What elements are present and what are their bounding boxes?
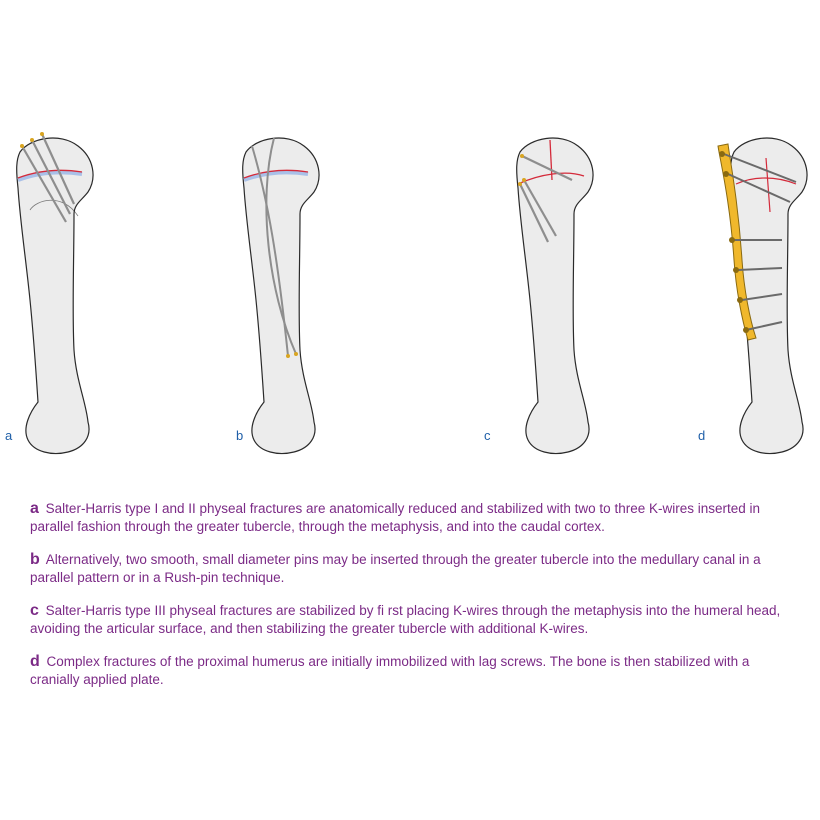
rush-pins bbox=[251, 137, 297, 357]
plate-hole bbox=[733, 267, 739, 273]
physis-line bbox=[17, 170, 83, 182]
caption-b: b Alternatively, two smooth, small diame… bbox=[30, 551, 800, 587]
plate-holes bbox=[719, 151, 749, 333]
caption-letter: a bbox=[30, 500, 39, 517]
k-wire bbox=[521, 155, 573, 181]
caption-text: Salter-Harris type III physeal fractures… bbox=[30, 603, 781, 636]
fracture-line bbox=[735, 177, 797, 185]
pin-tips bbox=[286, 352, 298, 358]
humerus-fixation-figure: a b c d bbox=[5, 132, 808, 455]
wire-tip bbox=[40, 132, 44, 136]
plate-hole bbox=[723, 171, 729, 177]
caption-text: Salter-Harris type I and II physeal frac… bbox=[30, 501, 761, 534]
screw bbox=[737, 267, 783, 271]
panel-b bbox=[242, 137, 320, 455]
panel-letter-c: c bbox=[484, 428, 491, 443]
captions: a Salter-Harris type I and II physeal fr… bbox=[30, 500, 800, 704]
fracture-line bbox=[243, 169, 309, 179]
screws bbox=[723, 153, 797, 331]
pin-tip bbox=[294, 352, 298, 356]
panel-letter-a: a bbox=[5, 428, 13, 443]
screw bbox=[741, 293, 783, 301]
wire-tip bbox=[522, 178, 526, 182]
caption-text: Complex fractures of the proximal humeru… bbox=[30, 654, 750, 687]
plate-hole bbox=[719, 151, 725, 157]
wire-tips bbox=[20, 132, 44, 148]
panel-letter-d: d bbox=[698, 428, 705, 443]
lag-screw bbox=[723, 153, 797, 183]
panel-c bbox=[516, 137, 594, 455]
caption-c: c Salter-Harris type III physeal fractur… bbox=[30, 602, 800, 638]
k-wire bbox=[21, 145, 67, 223]
fracture-line bbox=[17, 169, 83, 179]
wire-tip bbox=[518, 182, 522, 186]
plate-hole bbox=[737, 297, 743, 303]
wire-tip bbox=[20, 144, 24, 148]
caption-letter: b bbox=[30, 551, 40, 568]
wire-tips bbox=[518, 154, 526, 186]
caption-d: d Complex fractures of the proximal hume… bbox=[30, 653, 800, 689]
pin bbox=[265, 137, 297, 355]
fracture-line-vertical bbox=[549, 139, 553, 181]
caption-letter: d bbox=[30, 653, 40, 670]
caption-a: a Salter-Harris type I and II physeal fr… bbox=[30, 500, 800, 536]
wire-tip bbox=[520, 154, 524, 158]
plate-hole bbox=[729, 237, 735, 243]
k-wire bbox=[40, 133, 76, 205]
panel-d bbox=[717, 137, 808, 455]
k-wire bbox=[31, 139, 71, 215]
k-wires bbox=[21, 133, 76, 223]
k-wire bbox=[523, 179, 557, 237]
caption-letter: c bbox=[30, 602, 39, 619]
k-wires bbox=[519, 155, 573, 243]
bone-plate bbox=[717, 143, 757, 341]
pin-tip bbox=[286, 354, 290, 358]
screw bbox=[745, 321, 783, 331]
caption-text: Alternatively, two smooth, small diamete… bbox=[30, 552, 761, 585]
panel-a bbox=[16, 132, 94, 455]
fracture-line bbox=[765, 157, 771, 213]
greater-tubercle-contour bbox=[29, 199, 79, 217]
physis-line bbox=[243, 170, 309, 182]
panel-letter-b: b bbox=[236, 428, 243, 443]
lag-screw bbox=[727, 173, 791, 203]
wire-tip bbox=[30, 138, 34, 142]
k-wire bbox=[519, 183, 549, 243]
plate-hole bbox=[743, 327, 749, 333]
